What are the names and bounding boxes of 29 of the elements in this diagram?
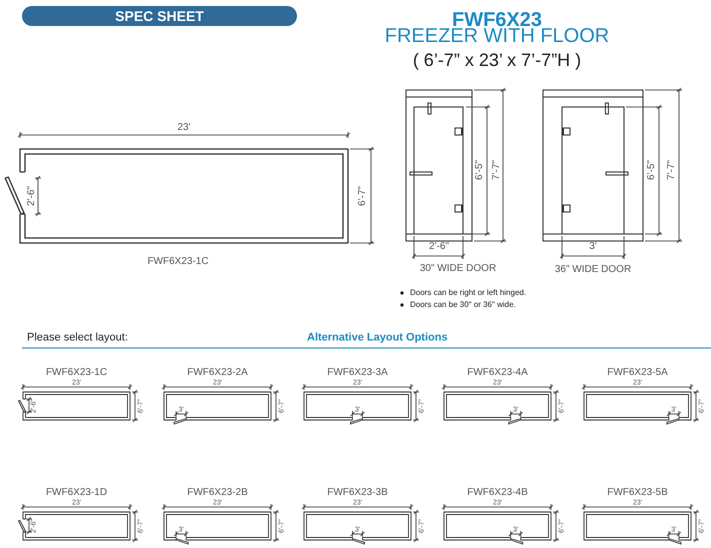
- dimension-label: 2'-6": [27, 186, 37, 206]
- layout-name: FWF6X23-2A: [187, 368, 248, 378]
- door-caption: 30" WIDE DOOR: [420, 264, 496, 274]
- overall-dimensions: ( 6’-7” x 23’ x 7’-7”H ): [412, 51, 582, 69]
- dimension-label: 7'-7": [492, 160, 502, 180]
- layout-name: FWF6X23-3B: [327, 488, 388, 498]
- section-heading: Alternative Layout Options: [307, 332, 448, 344]
- bullet-note: Doors can be right or left hinged.: [410, 289, 526, 297]
- layout-name: FWF6X23-4B: [467, 488, 528, 498]
- title-banner: SPEC SHEET: [22, 6, 297, 26]
- dimension-label: 6'-5": [647, 160, 657, 180]
- door-caption: 36" WIDE DOOR: [554, 265, 632, 275]
- layout-name: FWF6X23-5A: [607, 368, 668, 378]
- layout-name: FWF6X23-5B: [607, 488, 668, 498]
- product-title: FREEZER WITH FLOOR: [384, 26, 610, 46]
- dimension-label: 23': [177, 123, 191, 133]
- dimension-label: 6'-7": [358, 186, 368, 206]
- section-heading: Please select layout:: [27, 332, 128, 344]
- layout-name: FWF6X23-4A: [467, 368, 528, 378]
- dimension-label: 2'-6": [429, 242, 449, 252]
- layout-name: FWF6X23-1C: [46, 368, 108, 378]
- dimension-label: 7'-7": [667, 160, 677, 180]
- dimension-label: 3': [589, 242, 597, 252]
- dimension-label: 6'-5": [475, 160, 485, 180]
- bullet-note: Doors can be 30" or 36" wide.: [410, 301, 516, 309]
- layout-name: FWF6X23-1C: [147, 257, 209, 267]
- layout-name: FWF6X23-1D: [46, 488, 108, 498]
- layout-name: FWF6X23-3A: [327, 368, 388, 378]
- layout-name: FWF6X23-2B: [187, 488, 248, 498]
